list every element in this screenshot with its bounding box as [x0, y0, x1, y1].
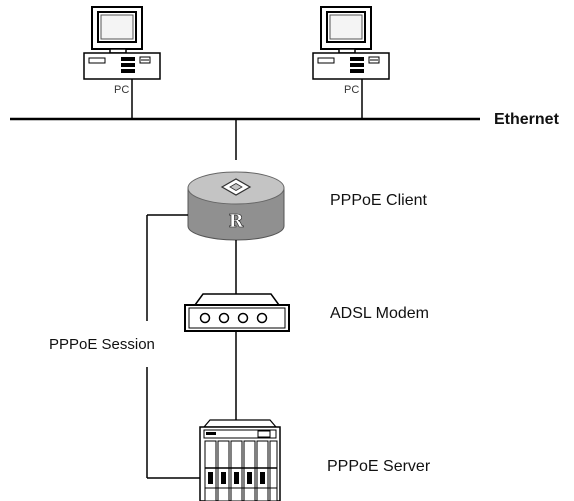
pc-left: PC [83, 6, 161, 119]
pppoe-client-label: PPPoE Client [330, 192, 427, 209]
server-icon [199, 419, 281, 501]
router-glyph: R [229, 211, 245, 232]
pc-right: PC [312, 6, 390, 119]
pc-right-label: PC [344, 84, 359, 96]
pppoe-session-label: PPPoE Session [49, 336, 155, 353]
ethernet-label: Ethernet [494, 111, 560, 128]
pppoe-server-label: PPPoE Server [327, 458, 431, 475]
adsl-modem-icon [184, 293, 290, 332]
router-icon: R [187, 171, 285, 241]
adsl-modem-label: ADSL Modem [330, 305, 429, 322]
session-bracket [146, 214, 200, 479]
pc-left-label: PC [114, 84, 129, 96]
